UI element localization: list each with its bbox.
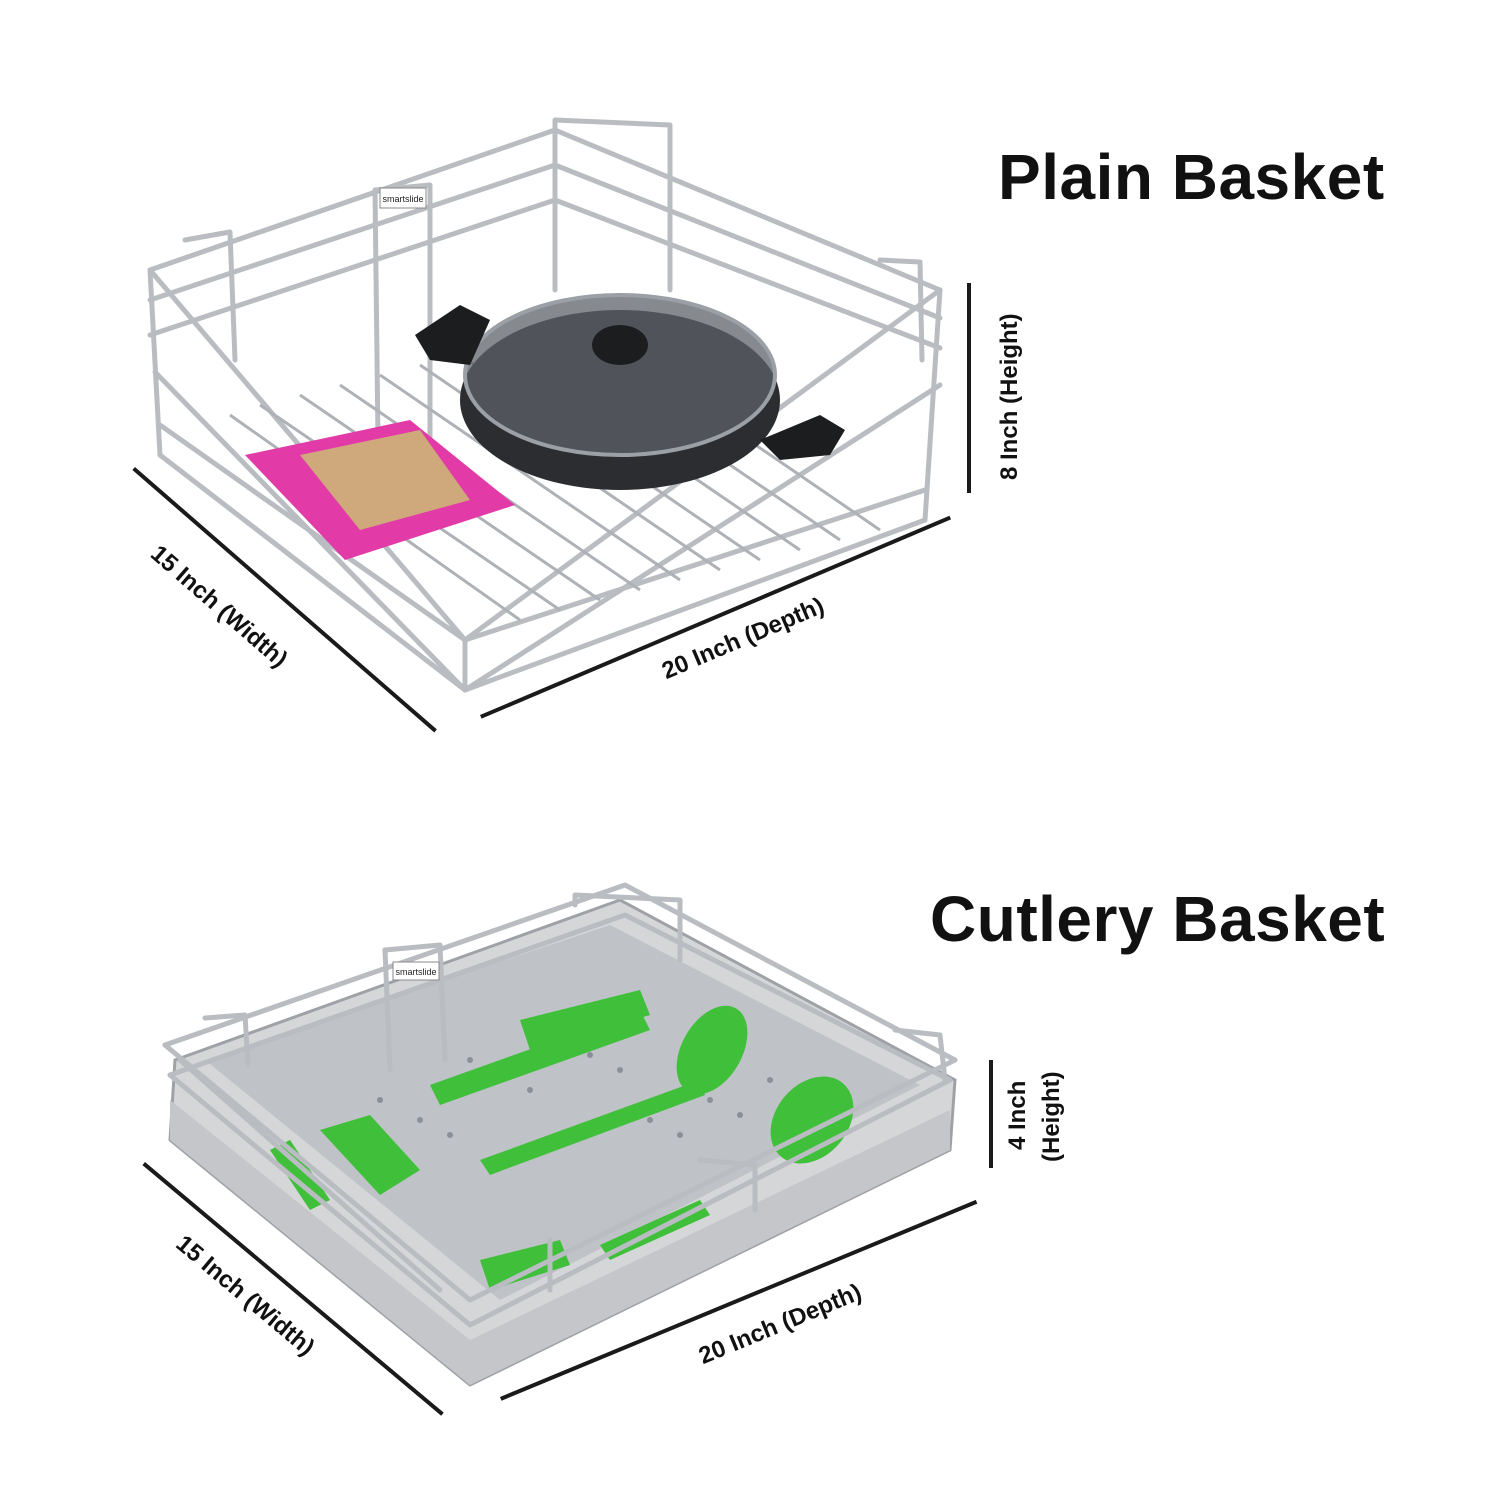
plain-height-label: 8 Inch (Height) [996,313,1023,480]
cutlery-basket-title: Cutlery Basket [930,883,1386,955]
cutlery-height-label-1: 4 Inch [1004,1080,1031,1150]
pan-with-lid [415,293,845,490]
cutlery-height-line [989,1060,993,1168]
cutlery-brand-tag: smartslide [395,967,436,977]
green-utensils [270,990,854,1290]
pink-food-pack [245,420,515,560]
cutlery-height-label-2: (Height) [1038,1071,1065,1162]
plain-basket-title: Plain Basket [998,141,1385,213]
plain-brand-tag: smartslide [382,194,423,204]
plain-height-line [967,283,971,493]
